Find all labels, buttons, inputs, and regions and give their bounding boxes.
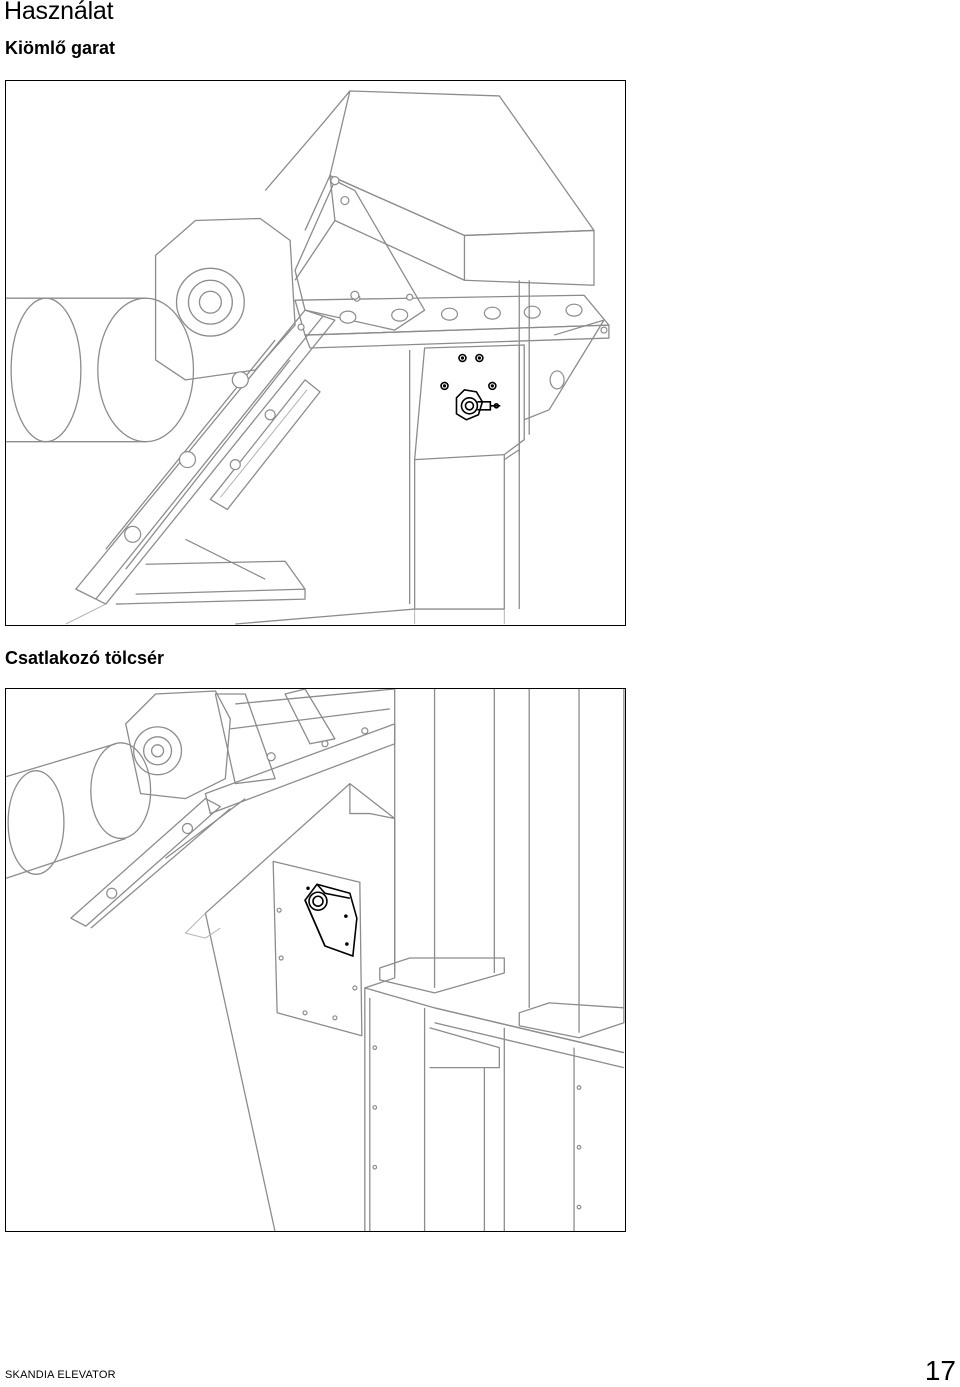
page-title: Használat xyxy=(4,0,114,25)
sensor-icon xyxy=(455,389,501,421)
spout-hopper-figure xyxy=(5,80,626,626)
section-heading-spout: Kiömlő garat xyxy=(5,38,116,58)
section-heading-connector: Csatlakozó tölcsér xyxy=(5,648,165,668)
connecting-hopper-illustration xyxy=(6,689,625,1231)
connecting-hopper-figure xyxy=(5,688,626,1232)
inspection-hatch-icon xyxy=(304,883,358,958)
page-number: 17 xyxy=(924,1355,956,1386)
brand-footer: SKANDIA ELEVATOR xyxy=(5,1369,116,1381)
spout-hopper-illustration xyxy=(6,90,610,625)
